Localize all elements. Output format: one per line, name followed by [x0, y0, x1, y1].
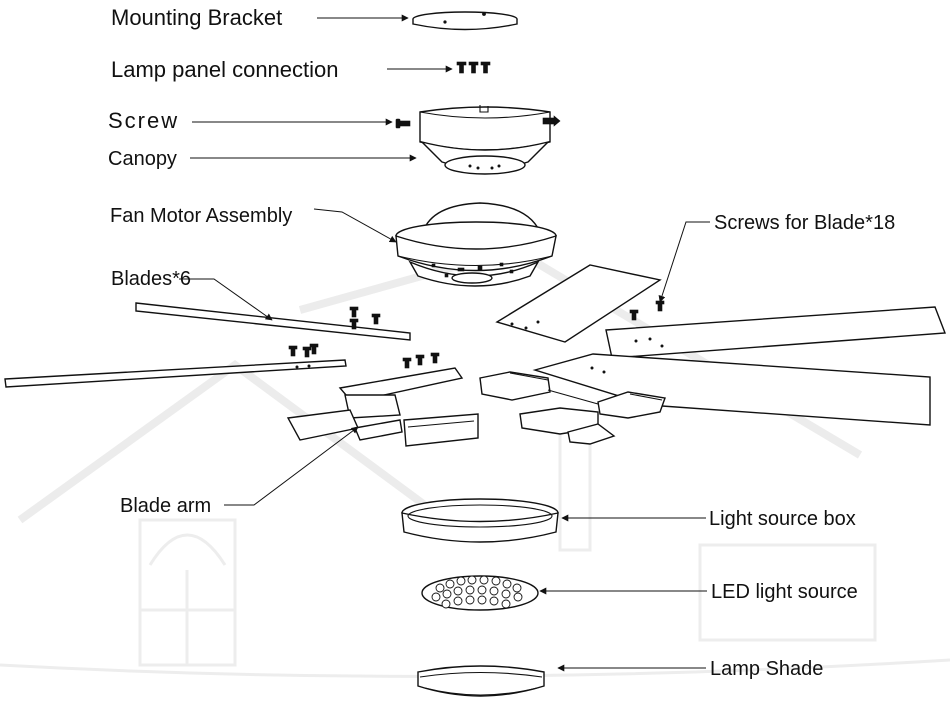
- label-fan-motor-assembly-group: Fan Motor Assembly: [110, 205, 397, 243]
- fan-motor-assembly: [395, 202, 557, 287]
- label-blade-arm-group: Blade arm: [120, 426, 359, 517]
- blade-upper-left: [135, 302, 411, 341]
- label-blades: Blades*6: [111, 268, 191, 290]
- lamp-shade: [417, 665, 545, 697]
- blade-upper-center: [495, 264, 662, 343]
- blade-right-upper: [605, 306, 946, 359]
- label-mounting-bracket-group: Mounting Bracket: [111, 5, 409, 30]
- label-screw: Screw: [108, 108, 179, 133]
- blade-arms: [286, 367, 666, 447]
- screw-left-icon: [395, 118, 411, 129]
- label-fan-motor-assembly: Fan Motor Assembly: [110, 205, 292, 227]
- label-screw-group: Screw: [108, 108, 393, 133]
- label-lamp-panel-connection-group: Lamp panel connection: [111, 57, 453, 82]
- blade-screws-icon: [288, 300, 665, 369]
- label-led-light-source: LED light source: [711, 581, 858, 603]
- label-mounting-bracket: Mounting Bracket: [111, 5, 282, 30]
- label-light-source-box-group: Light source box: [561, 508, 856, 530]
- label-canopy-group: Canopy: [108, 148, 417, 170]
- label-lamp-shade: Lamp Shade: [710, 658, 823, 680]
- label-screws-for-blade-group: Screws for Blade*18: [658, 212, 895, 303]
- label-blade-arm: Blade arm: [120, 495, 211, 517]
- blade-lower-left: [4, 359, 347, 388]
- label-blades-group: Blades*6: [111, 268, 273, 321]
- label-light-source-box: Light source box: [709, 508, 856, 530]
- label-led-light-source-group: LED light source: [539, 581, 858, 603]
- watermark-house: [0, 245, 950, 678]
- label-lamp-panel-connection: Lamp panel connection: [111, 57, 339, 82]
- led-light-source: [421, 575, 539, 611]
- label-screws-for-blade: Screws for Blade*18: [714, 212, 895, 234]
- canopy: [419, 105, 551, 175]
- label-lamp-shade-group: Lamp Shade: [557, 658, 823, 680]
- lamp-panel-screws-icon: [456, 61, 491, 74]
- mounting-bracket: [412, 11, 518, 31]
- screw-right-icon: [542, 115, 561, 127]
- label-canopy: Canopy: [108, 148, 177, 170]
- light-source-box: [401, 498, 559, 543]
